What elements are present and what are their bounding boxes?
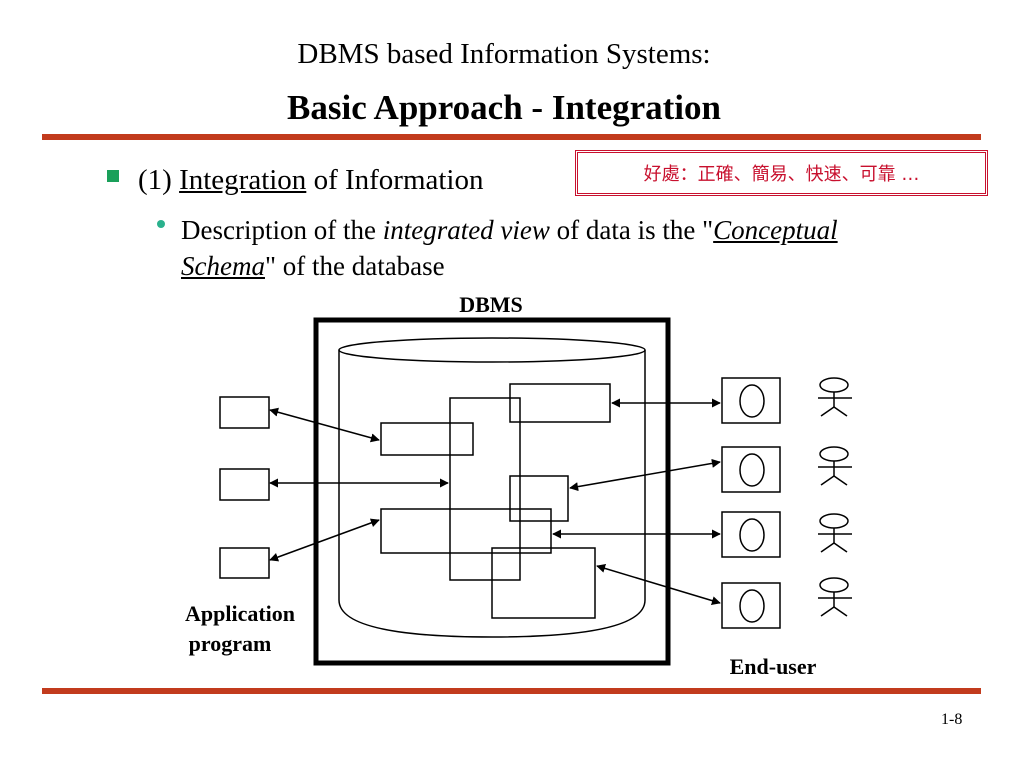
schema-record-box [380, 422, 474, 456]
terminal-screen [739, 518, 765, 552]
bullet-item-2: Description of the integrated view of da… [181, 212, 971, 284]
slide-title: Basic Approach - Integration [287, 88, 721, 127]
bottom-divider [42, 688, 981, 694]
terminal-icon [721, 446, 781, 493]
terminal-icon [721, 582, 781, 629]
schema-record-box [491, 547, 596, 619]
integration-term: Integration [179, 164, 307, 196]
square-bullet-icon [107, 170, 119, 182]
bullet-2-part2: of data is the " [549, 215, 714, 245]
conceptual-term: Conceptual [713, 215, 838, 245]
slide-subtitle: DBMS based Information Systems: [297, 38, 711, 70]
schema-term: Schema [181, 251, 265, 281]
schema-record-box [509, 383, 611, 423]
dbms-label: DBMS [459, 292, 523, 317]
schema-record-box [509, 475, 569, 522]
user-figure-icon [818, 577, 852, 617]
schema-record-box [449, 397, 521, 581]
arrow-app1-schema [269, 407, 380, 443]
terminal-screen [739, 453, 765, 487]
page-number: 1-8 [941, 711, 963, 728]
benefits-note: 好處：正確、簡易、快速、可靠 … [575, 150, 988, 196]
user-figure-icon [818, 446, 852, 486]
application-label-line2: program [189, 631, 272, 656]
terminal-screen [739, 589, 765, 623]
terminal-icon [721, 511, 781, 558]
application-label-line1: Application [185, 601, 295, 626]
integrated-view-term: integrated view [382, 215, 550, 245]
bullet-2-part1: Description of the [181, 215, 383, 245]
terminal-icon [721, 377, 781, 424]
user-figure-icon [818, 377, 852, 417]
application-program-box [219, 547, 270, 579]
arrow-user4-schema [596, 564, 721, 605]
round-bullet-icon [157, 220, 165, 228]
bullet-2-part3: " of the database [264, 251, 445, 281]
terminal-screen [739, 384, 765, 418]
application-program-box [219, 468, 270, 501]
arrow-app3-schema [269, 518, 380, 562]
top-divider [42, 134, 981, 140]
bullet-item-1: (1) Integration of Information [138, 164, 483, 197]
user-figure-icon [818, 513, 852, 553]
dbms-box [313, 317, 671, 666]
application-program-box [219, 396, 270, 429]
bullet-1-prefix: (1) [138, 164, 180, 196]
arrow-user2-schema [569, 458, 721, 492]
schema-record-box [380, 508, 552, 554]
end-user-label: End-user [730, 654, 817, 679]
bullet-1-suffix: of Information [306, 164, 484, 196]
